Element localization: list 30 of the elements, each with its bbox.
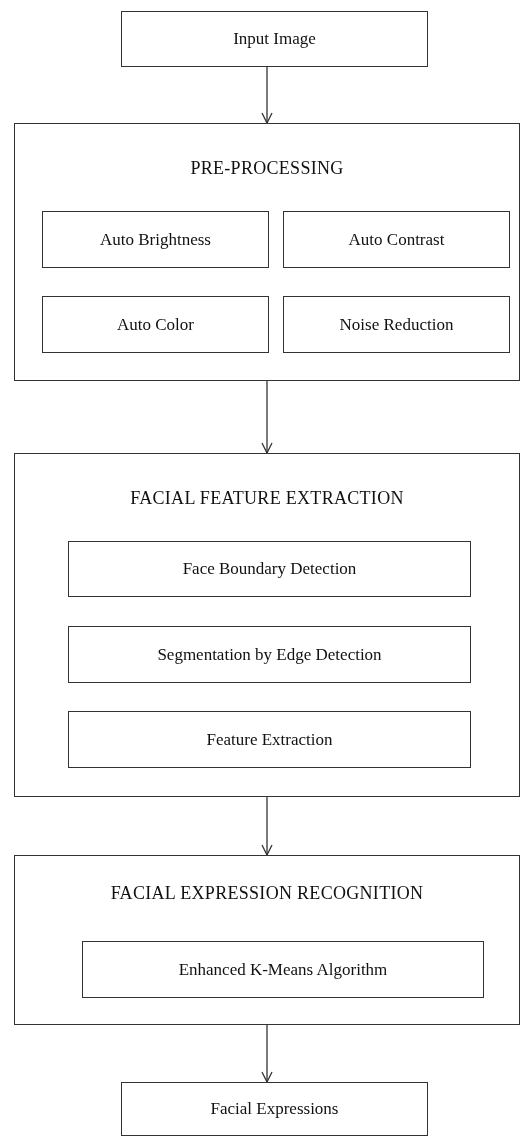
stage-title: PRE-PROCESSING <box>189 158 345 178</box>
stage-title: FACIAL FEATURE EXTRACTION <box>129 488 405 508</box>
stage-container <box>14 123 520 381</box>
process-box <box>283 296 510 353</box>
process-box <box>42 296 269 353</box>
box-label: Facial Expressions <box>209 1099 340 1119</box>
arrow <box>261 66 273 124</box>
box-label: Auto Contrast <box>347 229 446 250</box>
process-box <box>68 711 471 768</box>
stage-container <box>14 855 520 1025</box>
stage-container <box>14 453 520 797</box>
box-label: Segmentation by Edge Detection <box>156 644 383 665</box>
box-label: Input Image <box>232 29 317 49</box>
arrow <box>261 796 273 856</box>
stage-title: FACIAL EXPRESSION RECOGNITION <box>109 883 425 903</box>
arrow <box>261 380 273 454</box>
process-box <box>68 541 471 597</box>
process-box <box>121 1082 428 1136</box>
process-box <box>42 211 269 268</box>
arrow <box>261 1024 273 1083</box>
process-box <box>121 11 428 67</box>
process-box <box>283 211 510 268</box>
box-label: Enhanced K-Means Algorithm <box>177 959 389 980</box>
box-label: Auto Color <box>116 314 195 335</box>
process-box <box>82 941 484 998</box>
box-label: Auto Brightness <box>99 229 212 250</box>
box-label: Noise Reduction <box>338 314 455 335</box>
box-label: Feature Extraction <box>205 729 334 750</box>
box-label: Face Boundary Detection <box>181 559 358 579</box>
process-box <box>68 626 471 683</box>
